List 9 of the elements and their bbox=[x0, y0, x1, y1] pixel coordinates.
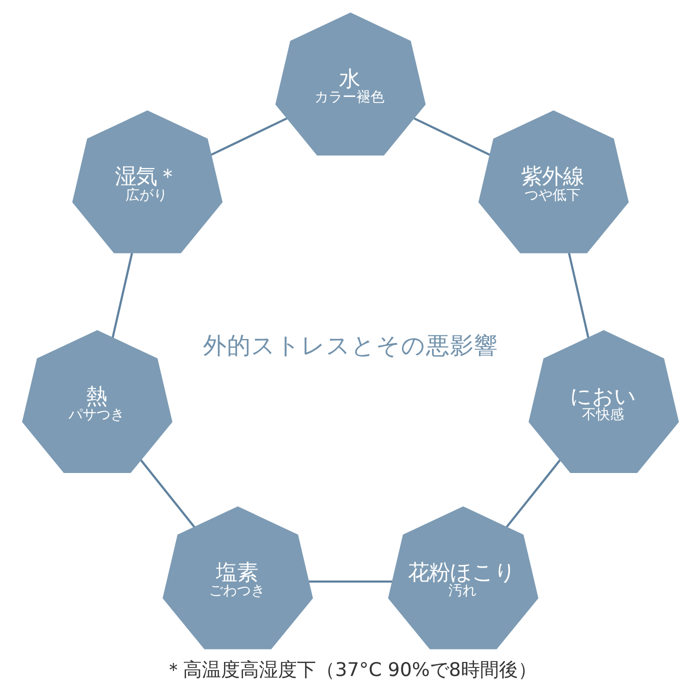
connector bbox=[413, 117, 490, 156]
connector bbox=[505, 459, 560, 528]
caption: ＊高温度高湿度下（37°C 90%で8時間後） bbox=[164, 658, 536, 681]
connector bbox=[111, 252, 133, 338]
connector bbox=[567, 252, 589, 338]
connector bbox=[140, 459, 195, 528]
connector bbox=[308, 580, 392, 583]
label: 外的ストレスとその悪影響 bbox=[202, 331, 498, 360]
connector bbox=[210, 117, 287, 156]
